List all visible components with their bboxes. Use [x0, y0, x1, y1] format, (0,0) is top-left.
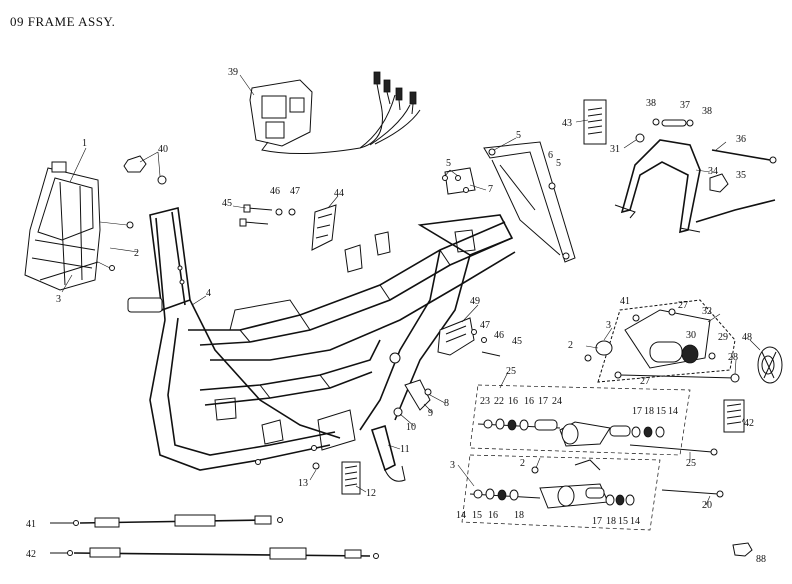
pivot-parts-8-10: [393, 379, 432, 417]
front-bracket-frame: [24, 161, 134, 291]
cable-42: [50, 547, 379, 560]
spring-12: [341, 461, 361, 495]
callout-16-b: 16: [524, 396, 534, 407]
callout-9: 9: [428, 408, 433, 419]
cable-41: [50, 514, 283, 528]
callout-45-top: 45: [222, 198, 232, 209]
callout-39: 39: [228, 67, 238, 78]
direction-arrow-icon: [732, 542, 753, 557]
wheel-hub-48: [757, 346, 783, 384]
callout-4: 4: [206, 288, 211, 299]
callout-5-c: 5: [556, 158, 561, 169]
callout-25-b: 25: [686, 458, 696, 469]
spring-43: [583, 99, 607, 145]
main-frame: [127, 207, 516, 471]
callout-18-a: 18: [644, 406, 654, 417]
callout-47-mid: 47: [480, 320, 490, 331]
callout-17-c: 17: [592, 516, 602, 527]
callout-8: 8: [444, 398, 449, 409]
center-stand-34: [614, 118, 777, 234]
callout-2: 2: [134, 248, 139, 259]
callout-13: 13: [298, 478, 308, 489]
rear-bracket-6-7: [442, 141, 576, 263]
nut-13: [312, 462, 320, 470]
callout-2-mid: 2: [568, 340, 573, 351]
callout-88: 88: [756, 554, 766, 565]
callout-16-c: 16: [488, 510, 498, 521]
callout-5-b: 5: [516, 130, 521, 141]
callout-30: 30: [686, 330, 696, 341]
callout-32: 32: [702, 306, 712, 317]
callout-leaders: [61, 74, 761, 506]
callout-40: 40: [158, 144, 168, 155]
callout-12: 12: [366, 488, 376, 499]
callout-42-right: 42: [744, 418, 754, 429]
callout-28: 28: [728, 352, 738, 363]
callout-18-b: 18: [514, 510, 524, 521]
callout-15-c: 15: [618, 516, 628, 527]
callout-35: 35: [736, 170, 746, 181]
callout-38-a: 38: [646, 98, 656, 109]
callout-14-a: 14: [668, 406, 678, 417]
callout-34: 34: [708, 166, 718, 177]
callout-22: 22: [494, 396, 504, 407]
callout-3-mid: 3: [606, 320, 611, 331]
callout-36: 36: [736, 134, 746, 145]
callout-14-b: 14: [456, 510, 466, 521]
callout-2-low: 2: [520, 458, 525, 469]
footrest-49: [437, 317, 501, 357]
callout-23: 23: [480, 396, 490, 407]
callout-3: 3: [56, 294, 61, 305]
callout-38-b: 38: [702, 106, 712, 117]
callout-11: 11: [400, 444, 410, 455]
linkage-group-lower: [461, 454, 724, 531]
footrest-bracket-44: [311, 204, 337, 251]
callout-43: 43: [562, 118, 572, 129]
callout-27-a: 27: [678, 300, 688, 311]
callout-41-mid: 41: [620, 296, 630, 307]
callout-7: 7: [488, 184, 493, 195]
engine-mount-link: [584, 299, 740, 383]
callout-24-a: 24: [552, 396, 562, 407]
callout-47-top: 47: [290, 186, 300, 197]
callout-20: 20: [702, 500, 712, 511]
bolt-set-top: [239, 204, 296, 227]
callout-45-mid: 45: [512, 336, 522, 347]
callout-25-a: 25: [506, 366, 516, 377]
linkage-group-upper: [469, 384, 718, 456]
callout-37: 37: [680, 100, 690, 111]
electrical-module-39: [249, 71, 421, 155]
callout-3-low: 3: [450, 460, 455, 471]
callout-41-cable: 41: [26, 519, 36, 530]
callout-49: 49: [470, 296, 480, 307]
callout-31: 31: [610, 144, 620, 155]
callout-17-b: 17: [632, 406, 642, 417]
callout-1: 1: [82, 138, 87, 149]
diagram-title: 09 FRAME ASSY.: [10, 14, 116, 29]
callout-17-a: 17: [538, 396, 548, 407]
callout-15-b: 15: [472, 510, 482, 521]
callout-44: 44: [334, 188, 344, 199]
callout-18-c: 18: [606, 516, 616, 527]
callout-42-cable: 42: [26, 549, 36, 560]
callout-46-top: 46: [270, 186, 280, 197]
callout-16-a: 16: [508, 396, 518, 407]
callout-46-mid: 46: [494, 330, 504, 341]
spring-42-right: [723, 399, 745, 433]
callout-48: 48: [742, 332, 752, 343]
callout-10: 10: [406, 422, 416, 433]
callout-15-a: 15: [656, 406, 666, 417]
callout-labels: 1 2 3 4 40 39 45 46 47 44 5 6 5 5 7 43 3…: [26, 67, 766, 565]
nut-40: [123, 155, 167, 185]
callout-27-b: 27: [640, 376, 650, 387]
callout-5-a: 5: [446, 158, 451, 169]
side-stand-11: [370, 424, 406, 482]
callout-29: 29: [718, 332, 728, 343]
callout-14-c: 14: [630, 516, 640, 527]
callout-6: 6: [548, 150, 553, 161]
